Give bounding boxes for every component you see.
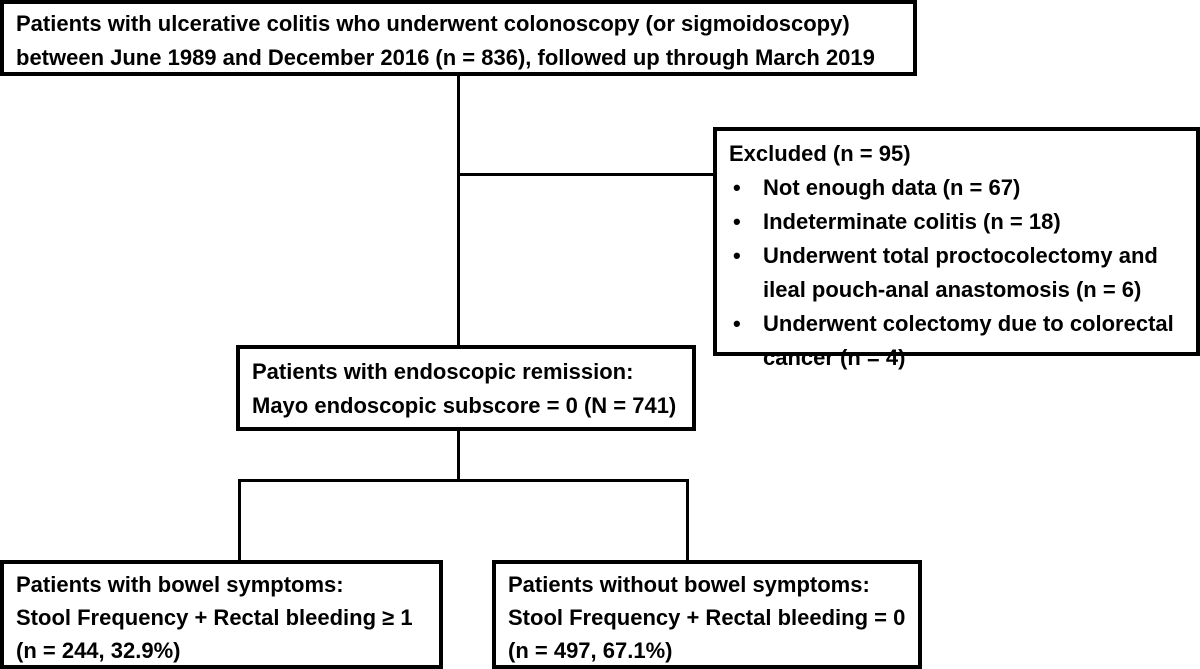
excluded-item: Not enough data (n = 67): [729, 171, 1184, 205]
symptoms-line-1: Patients with bowel symptoms:: [16, 572, 344, 597]
connector-top-to-remission: [457, 74, 460, 346]
excluded-box: Excluded (n = 95) Not enough data (n = 6…: [713, 127, 1200, 370]
no-symptoms-line-3: (n = 497, 67.1%): [508, 638, 673, 663]
bowel-symptoms-box: Patients with bowel symptoms: Stool Freq…: [0, 560, 443, 669]
cohort-line-2: between June 1989 and December 2016 (n =…: [16, 45, 875, 70]
remission-box: Patients with endoscopic remission: Mayo…: [236, 345, 696, 431]
connector-to-no-symptoms: [686, 479, 689, 563]
excluded-list: Not enough data (n = 67) Indeterminate c…: [729, 171, 1184, 375]
symptoms-line-2: Stool Frequency + Rectal bleeding ≥ 1: [16, 605, 413, 630]
excluded-item: Indeterminate colitis (n = 18): [729, 205, 1184, 239]
connector-to-symptoms: [238, 479, 241, 563]
connector-to-excluded: [457, 173, 715, 176]
connector-branch: [238, 479, 689, 482]
no-symptoms-line-2: Stool Frequency + Rectal bleeding = 0: [508, 605, 906, 630]
excluded-title: Excluded (n = 95): [729, 141, 911, 166]
remission-line-2: Mayo endoscopic subscore = 0 (N = 741): [252, 393, 677, 418]
symptoms-line-3: (n = 244, 32.9%): [16, 638, 181, 663]
remission-line-1: Patients with endoscopic remission:: [252, 359, 634, 384]
no-symptoms-line-1: Patients without bowel symptoms:: [508, 572, 870, 597]
excluded-item: Underwent total proctocolectomy and ilea…: [729, 239, 1184, 307]
connector-remission-down: [457, 429, 460, 481]
excluded-item: Underwent colectomy due to colorectal ca…: [729, 307, 1184, 375]
cohort-box: Patients with ulcerative colitis who und…: [0, 0, 917, 76]
no-bowel-symptoms-box: Patients without bowel symptoms: Stool F…: [492, 560, 922, 669]
cohort-line-1: Patients with ulcerative colitis who und…: [16, 11, 850, 36]
